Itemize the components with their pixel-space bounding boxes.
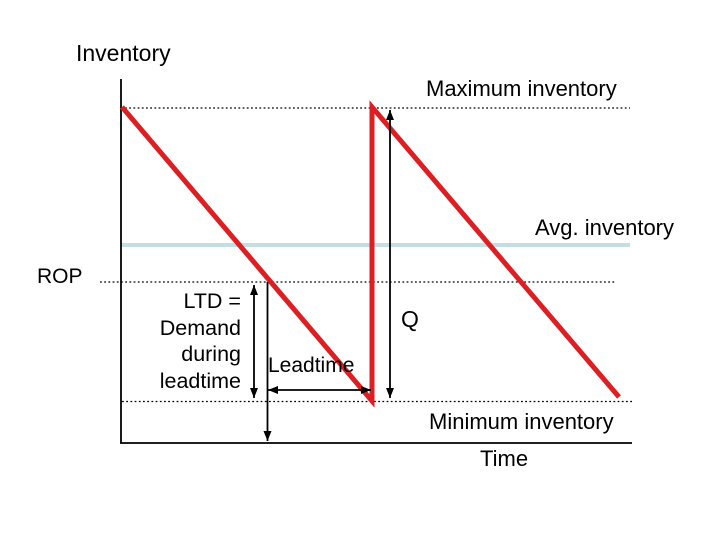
avg-inventory-label: Avg. inventory — [535, 215, 675, 240]
rop-label: ROP — [37, 265, 83, 288]
minimum-inventory-label: Minimum inventory — [429, 409, 614, 434]
ltd-definition-line-2: Demand — [159, 315, 241, 340]
maximum-inventory-label: Maximum inventory — [426, 76, 617, 101]
x-axis-label: Time — [480, 446, 529, 471]
inventory-sawtooth-line — [120, 100, 621, 408]
order-quantity-label: Q — [401, 306, 419, 332]
leadtime-label: Leadtime — [268, 354, 355, 377]
ltd-definition-line-4: leadtime — [159, 368, 241, 393]
ltd-definition-line-1: LTD = — [183, 289, 241, 313]
y-axis-label: Inventory — [76, 40, 171, 66]
ltd-definition-label: LTD = Demand during leadtime — [120, 288, 241, 394]
ltd-definition-line-3: during — [181, 342, 241, 366]
